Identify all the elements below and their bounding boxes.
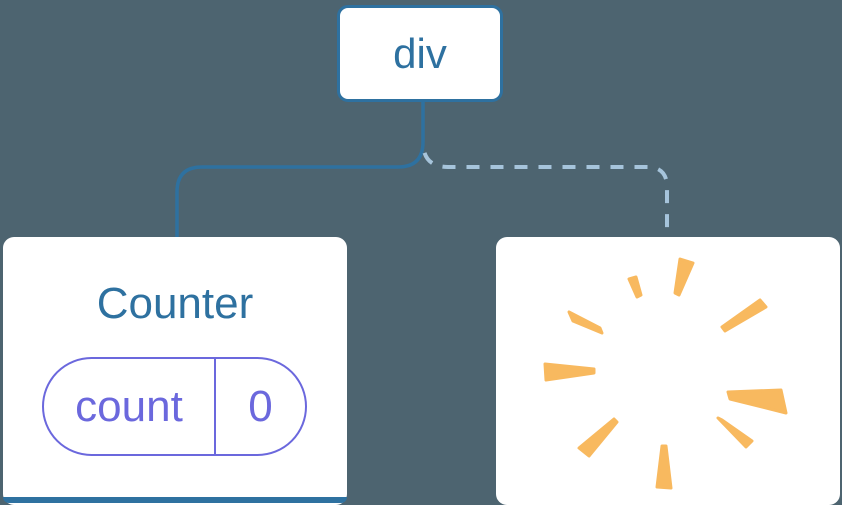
state-key-label: count [44,359,216,454]
edge-kept-solid [175,101,425,238]
state-pill: count 0 [42,357,307,456]
counter-card: Counter count 0 [3,237,347,505]
removed-card [496,237,840,505]
root-node-label: div [393,29,447,77]
counter-title: Counter [96,279,254,328]
edge-removed-dashed [421,141,669,238]
state-value: 0 [248,381,273,431]
counter-card-bottom-edge [3,497,347,503]
root-node-div: div [337,5,503,102]
poof-burst-icon [543,257,788,490]
